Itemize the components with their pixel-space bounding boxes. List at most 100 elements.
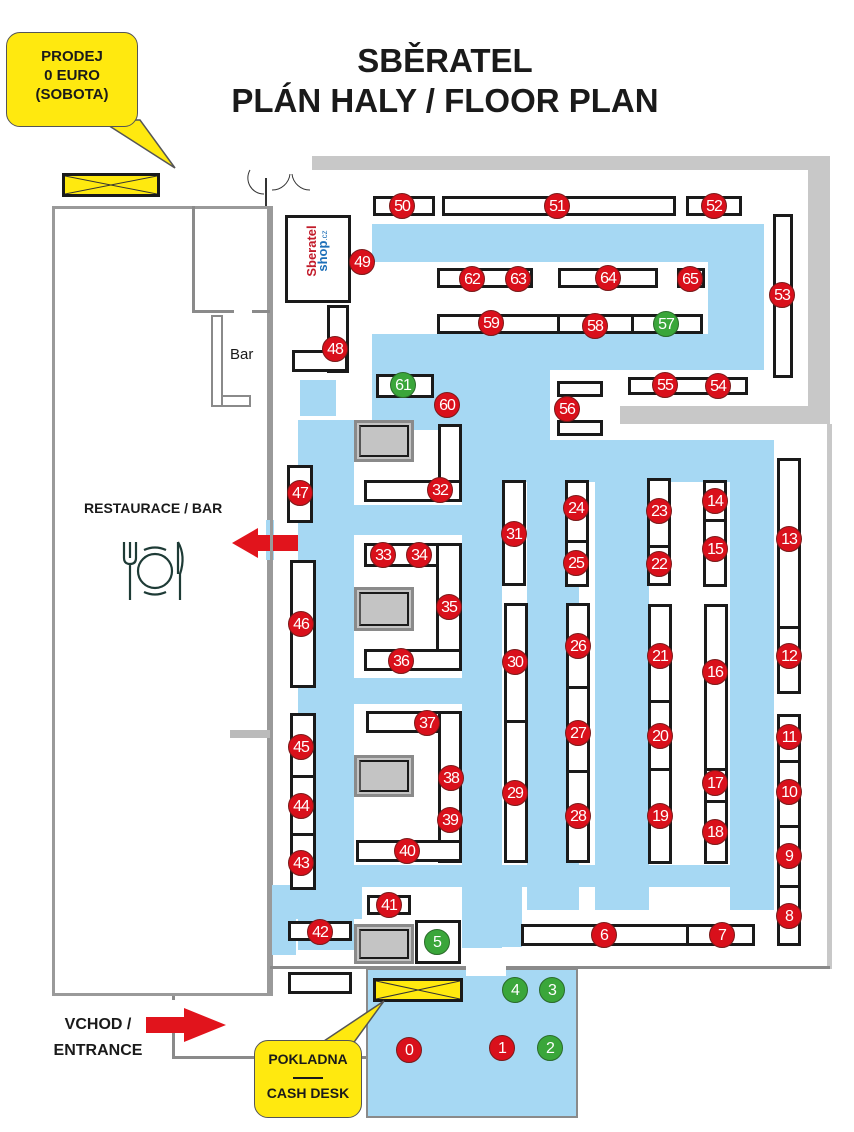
stand-3[interactable]: 3 [539,977,565,1003]
stand-44[interactable]: 44 [288,793,314,819]
aisle [300,380,336,416]
stand-63[interactable]: 63 [505,266,531,292]
sale-callout-bubble: PRODEJ 0 EURO (SOBOTA) [6,32,138,127]
stand-64[interactable]: 64 [595,265,621,291]
stand-7[interactable]: 7 [709,922,735,948]
stand-57[interactable]: 57 [653,311,679,337]
shelf-divider [557,314,560,334]
shelf-divider [686,924,689,946]
cash-desk-label-en: CASH DESK [266,1085,350,1101]
stand-42[interactable]: 42 [307,919,333,945]
stand-62[interactable]: 62 [459,266,485,292]
shelf-divider [647,545,671,548]
stand-47[interactable]: 47 [287,480,313,506]
stand-12[interactable]: 12 [776,643,802,669]
stand-2[interactable]: 2 [537,1035,563,1061]
stand-16[interactable]: 16 [702,659,728,685]
stand-33[interactable]: 33 [370,542,396,568]
page-title-line1: SBĚRATEL [357,42,533,79]
stand-48[interactable]: 48 [322,336,348,362]
entrance-label: VCHOD / ENTRANCE [40,1012,156,1064]
stand-56[interactable]: 56 [554,396,580,422]
aisle [462,370,550,450]
stand-28[interactable]: 28 [565,803,591,829]
shelf-divider [777,825,801,828]
stand-60[interactable]: 60 [434,392,460,418]
entrance-label-en: ENTRANCE [53,1042,143,1059]
sale-table [62,173,160,197]
stand-14[interactable]: 14 [702,488,728,514]
sale-callout-line3: (SOBOTA) [35,86,109,103]
stand-8[interactable]: 8 [776,903,802,929]
page-title-line2: PLÁN HALY / FLOOR PLAN [231,82,659,119]
stand-50[interactable]: 50 [389,193,415,219]
stand-35[interactable]: 35 [436,594,462,620]
stand-25[interactable]: 25 [563,550,589,576]
stand-18[interactable]: 18 [702,819,728,845]
wall [192,206,195,312]
shelf-divider [290,775,316,778]
stand-10[interactable]: 10 [776,779,802,805]
stand-23[interactable]: 23 [646,498,672,524]
stand-45[interactable]: 45 [288,734,314,760]
shelf [557,381,603,397]
stand-22[interactable]: 22 [646,551,672,577]
stand-4[interactable]: 4 [502,977,528,1003]
stand-51[interactable]: 51 [544,193,570,219]
stand-19[interactable]: 19 [647,803,673,829]
stand-36[interactable]: 36 [388,648,414,674]
stand-46[interactable]: 46 [288,611,314,637]
stand-6[interactable]: 6 [591,922,617,948]
hall-wall-right [808,156,830,406]
stand-15[interactable]: 15 [702,536,728,562]
stand-9[interactable]: 9 [776,843,802,869]
aisle [340,678,470,704]
hall-wall-top [312,156,828,170]
stand-29[interactable]: 29 [502,780,528,806]
stand-32[interactable]: 32 [427,477,453,503]
shelf-divider [648,700,672,703]
stand-58[interactable]: 58 [582,313,608,339]
stand-1[interactable]: 1 [489,1035,515,1061]
stand-26[interactable]: 26 [565,633,591,659]
shelf-divider [566,686,590,689]
stand-65[interactable]: 65 [677,266,703,292]
wall [230,730,270,738]
stand-61[interactable]: 61 [390,372,416,398]
stand-53[interactable]: 53 [769,282,795,308]
stand-31[interactable]: 31 [501,521,527,547]
stand-20[interactable]: 20 [647,723,673,749]
stand-21[interactable]: 21 [647,643,673,669]
shelf [504,603,528,863]
stand-0[interactable]: 0 [396,1037,422,1063]
stand-54[interactable]: 54 [705,373,731,399]
display-table [354,587,414,631]
stand-27[interactable]: 27 [565,720,591,746]
aisle [462,440,502,948]
shelf-divider [631,314,634,334]
stand-52[interactable]: 52 [701,193,727,219]
stand-37[interactable]: 37 [414,710,440,736]
stand-24[interactable]: 24 [563,495,589,521]
stand-41[interactable]: 41 [376,892,402,918]
shelf [557,420,603,436]
stand-40[interactable]: 40 [394,838,420,864]
aisle [462,887,522,947]
stand-49[interactable]: 49 [349,249,375,275]
stand-39[interactable]: 39 [437,807,463,833]
hall-wall-bottom [270,966,830,969]
shelf-divider [704,768,728,771]
stand-5[interactable]: 5 [424,929,450,955]
restaurant-room [52,206,270,996]
stand-55[interactable]: 55 [652,372,678,398]
stand-43[interactable]: 43 [288,850,314,876]
stand-13[interactable]: 13 [776,526,802,552]
stand-30[interactable]: 30 [502,649,528,675]
stand-59[interactable]: 59 [478,310,504,336]
stand-17[interactable]: 17 [702,770,728,796]
stand-34[interactable]: 34 [406,542,432,568]
aisle [340,865,774,887]
stand-38[interactable]: 38 [438,765,464,791]
stand-11[interactable]: 11 [776,724,802,750]
bar-label: Bar [230,346,254,363]
